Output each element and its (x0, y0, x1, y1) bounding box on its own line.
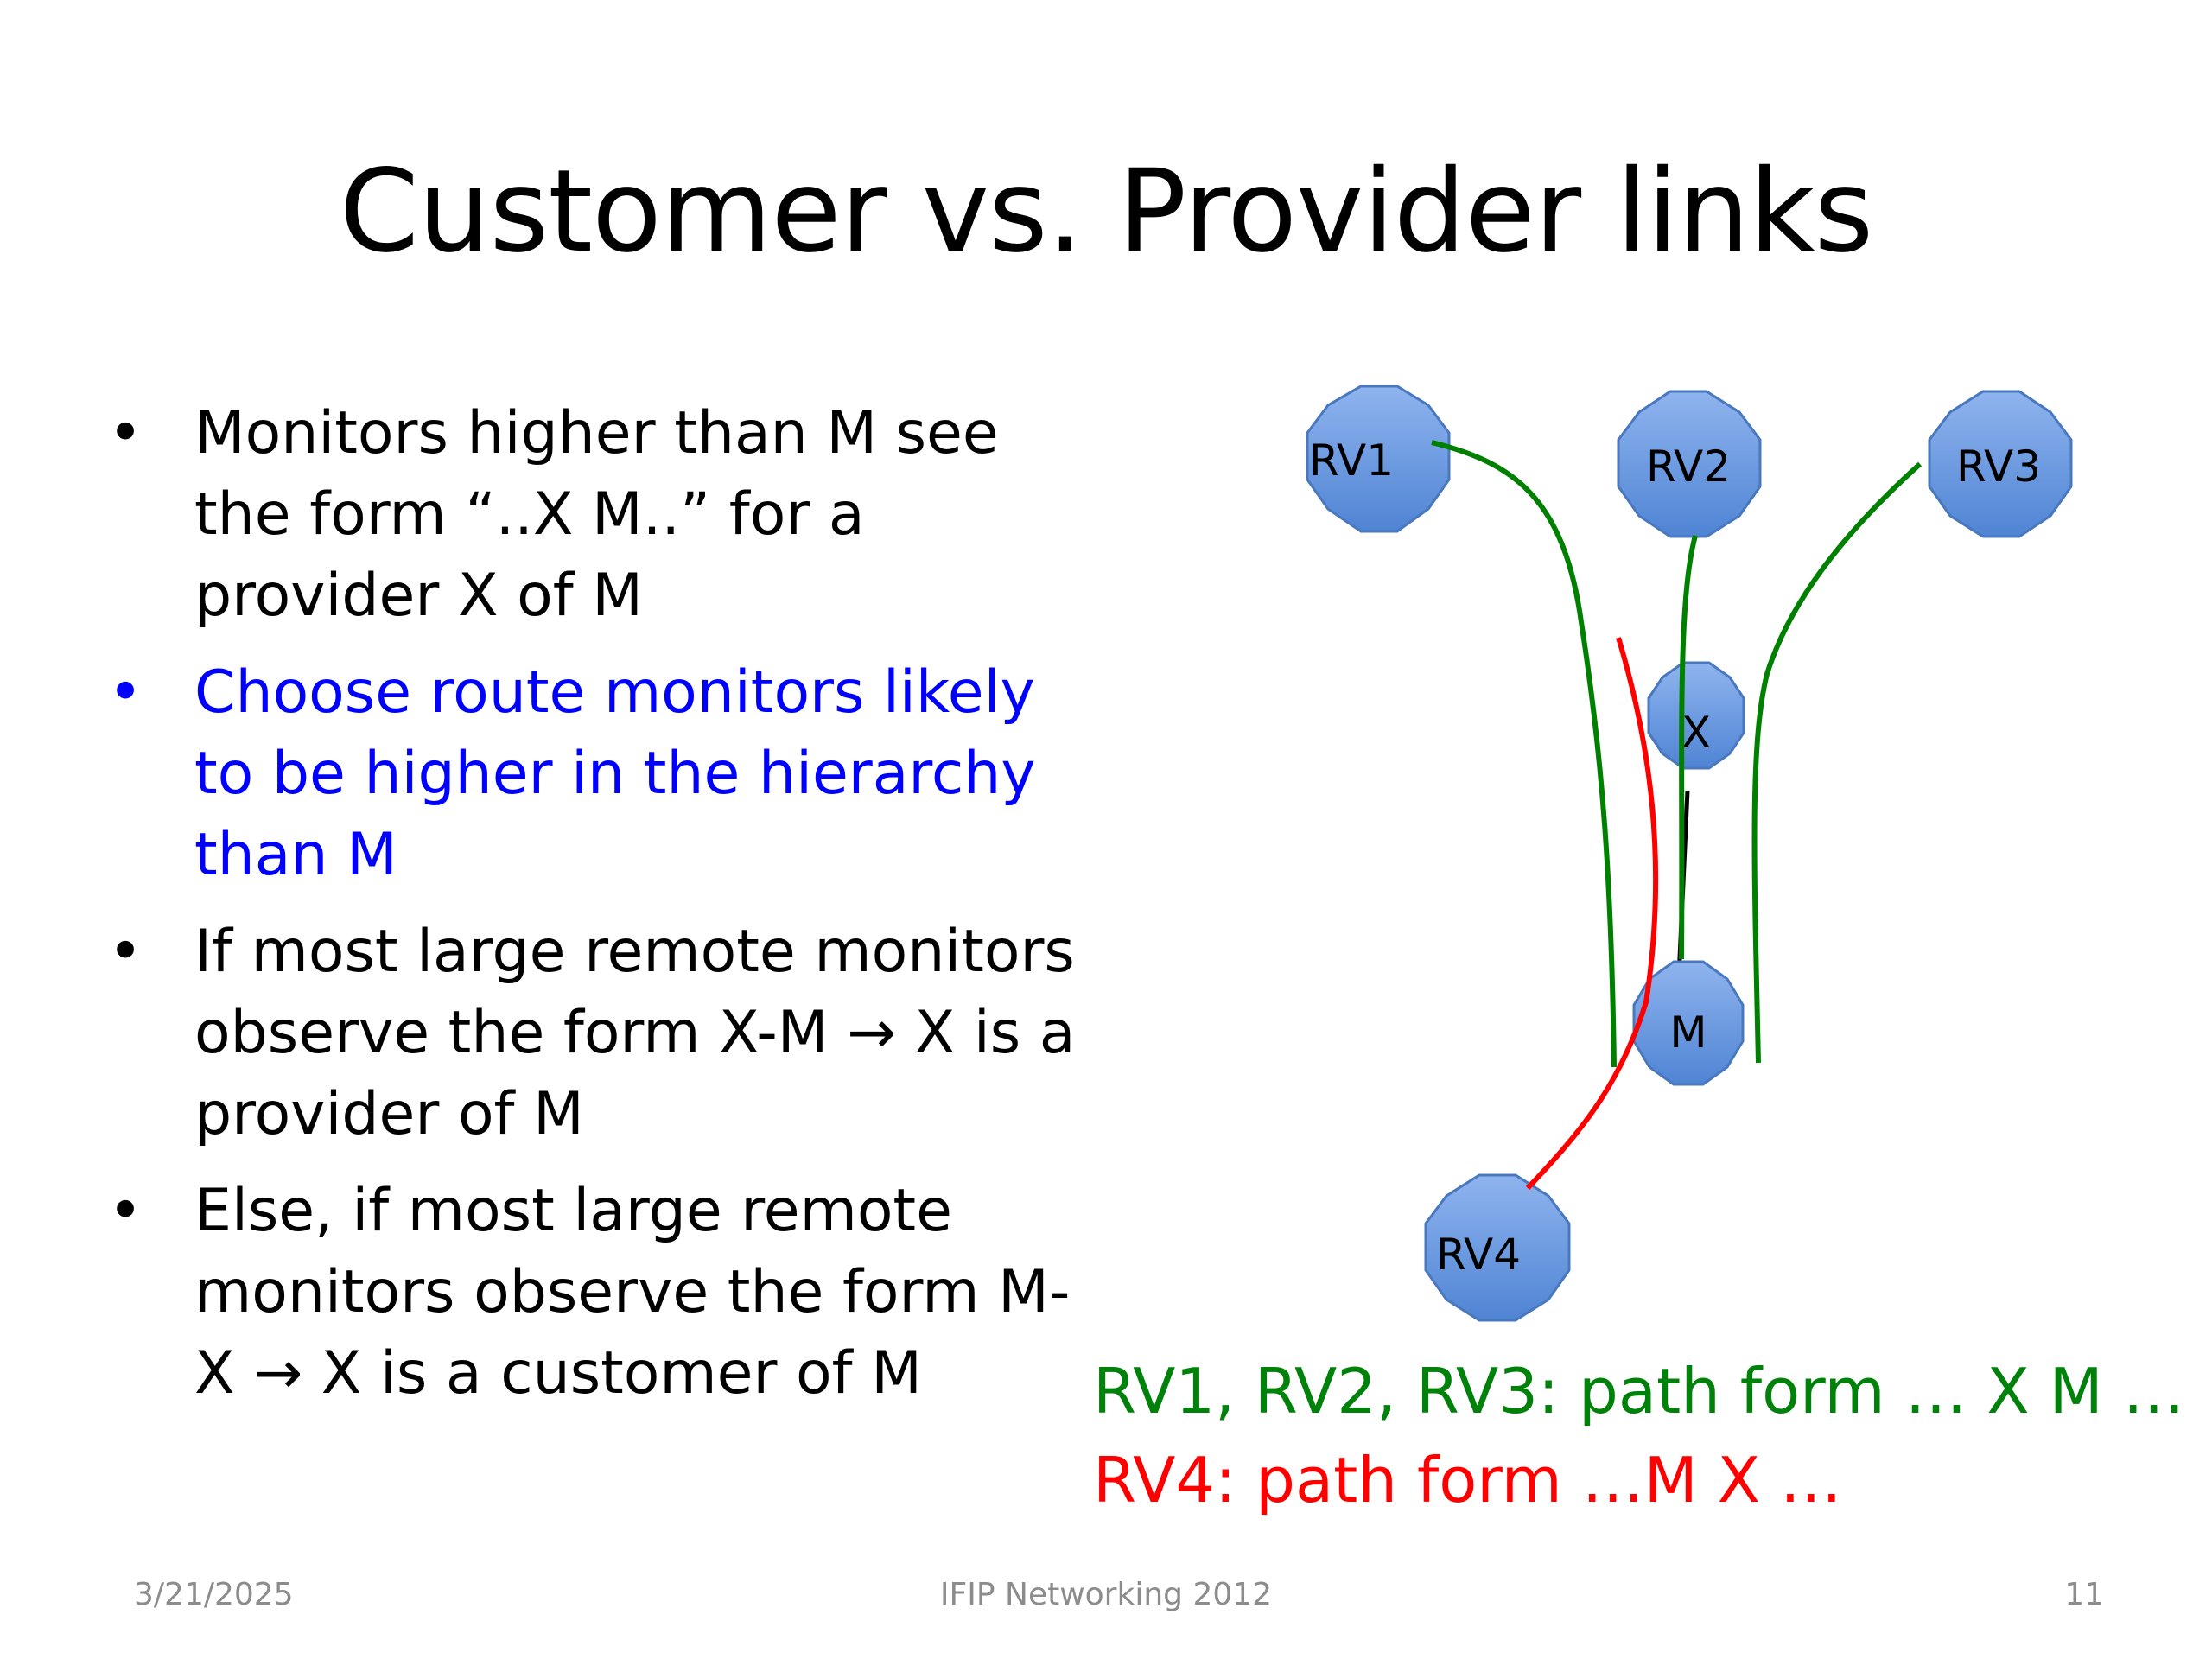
path-rv4 (1525, 637, 1659, 1191)
bullet-dot: • (108, 1177, 143, 1245)
node-rv4: RV4 (1424, 1173, 1571, 1322)
bullet-dot: • (108, 658, 143, 727)
node-m: M (1632, 960, 1745, 1086)
bullet-text: Choose route monitors likely to be highe… (194, 658, 1036, 889)
path-rv3 (1751, 461, 1923, 1064)
bullet-text: Monitors higher than M see the form “..X… (194, 399, 999, 630)
bullet-item: • Choose route monitors likely to be hig… (99, 652, 1093, 896)
node-rv3-label: RV3 (1956, 442, 2041, 492)
bullet-item: • Else, if most large remote monitors ob… (99, 1171, 1093, 1414)
bullet-item: • Monitors higher than M see the form “.… (99, 393, 1093, 637)
path-rv1 (1431, 440, 1617, 1068)
node-rv2: RV2 (1617, 390, 1762, 538)
bullet-item: • If most large remote monitors observe … (99, 912, 1093, 1155)
node-rv3-shape (1928, 390, 2073, 538)
bullet-dot: • (108, 918, 143, 986)
node-rv4-label: RV4 (1436, 1230, 1521, 1280)
bullet-dot: • (108, 399, 143, 467)
caption-customer-path: RV4: path form …M X … (1093, 1444, 1842, 1516)
node-rv4-shape (1424, 1173, 1571, 1322)
footer-title: IFIP Networking 2012 (939, 1577, 1273, 1612)
bullet-text: Else, if most large remote monitors obse… (194, 1177, 1071, 1408)
node-x-label: X (1681, 708, 1711, 758)
node-rv1: RV1 (1306, 385, 1451, 533)
page-number: 11 (2064, 1577, 2104, 1612)
bullet-text: If most large remote monitors observe th… (194, 918, 1076, 1148)
caption-provider-paths: RV1, RV2, RV3: path form … X M … (1093, 1355, 2185, 1427)
node-rv1-label: RV1 (1309, 435, 1394, 486)
node-rv2-label: RV2 (1646, 442, 1731, 492)
path-rv2 (1679, 535, 1698, 960)
node-rv2-shape (1617, 390, 1762, 538)
node-rv1-shape (1306, 385, 1451, 533)
node-x: X (1647, 661, 1745, 770)
slide-title: Customer vs. Provider links (339, 145, 1874, 278)
node-m-label: M (1669, 1007, 1707, 1058)
bullet-list: • Monitors higher than M see the form “.… (99, 393, 1093, 1430)
node-rv3: RV3 (1928, 390, 2073, 538)
footer-date: 3/21/2025 (134, 1577, 294, 1612)
